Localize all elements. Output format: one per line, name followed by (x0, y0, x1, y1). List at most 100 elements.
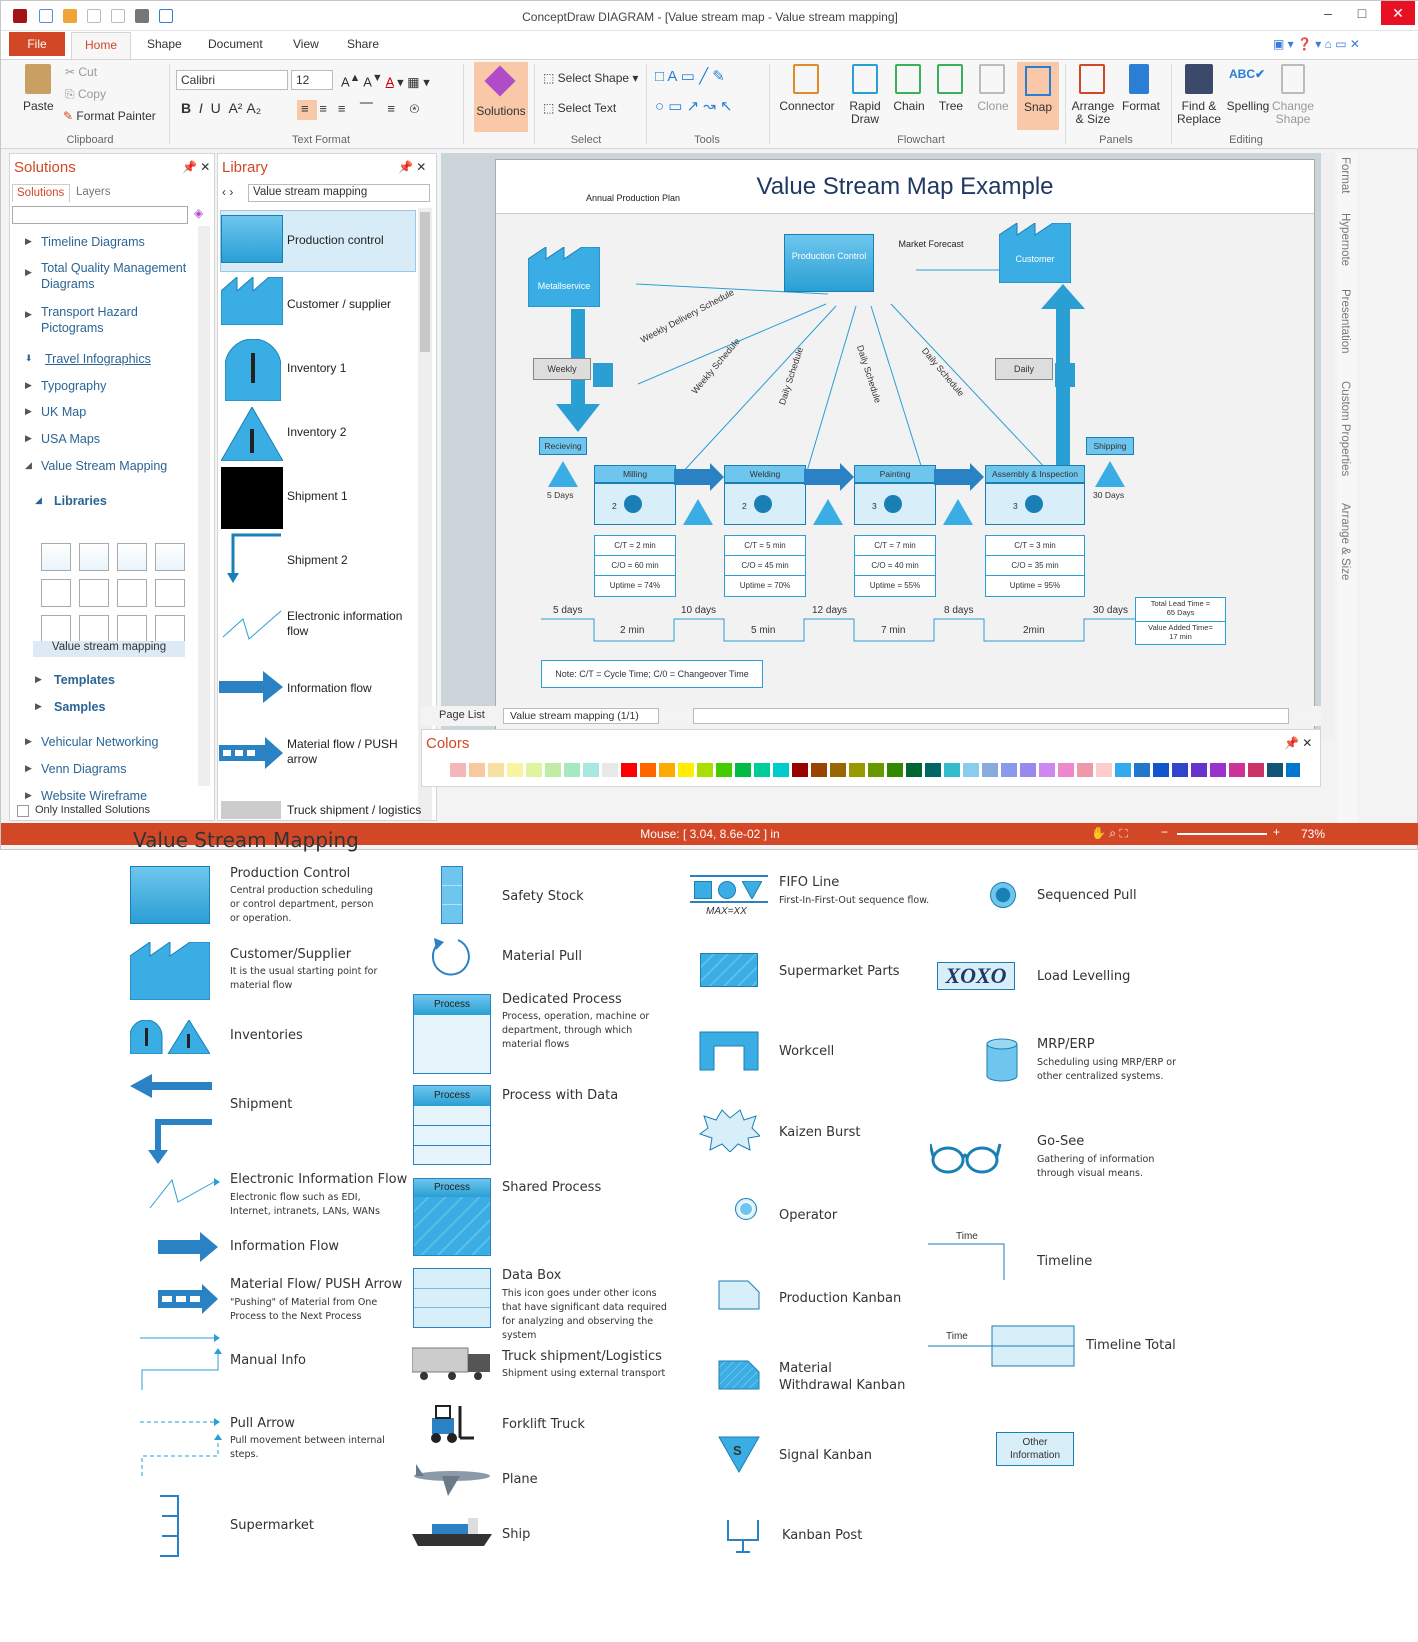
color-swatch[interactable] (982, 763, 998, 777)
tab-document[interactable]: Document (208, 37, 263, 51)
library-item[interactable]: Shipment 1 (287, 489, 348, 503)
minimize-icon[interactable]: – (1324, 5, 1332, 21)
color-swatch[interactable] (469, 763, 485, 777)
color-swatch[interactable] (811, 763, 827, 777)
color-swatch[interactable] (1134, 763, 1150, 777)
zoom-out-icon[interactable]: − (1161, 825, 1169, 839)
templates-node[interactable]: Templates (54, 673, 115, 687)
color-swatch[interactable] (1020, 763, 1036, 777)
color-swatch[interactable] (792, 763, 808, 777)
help-icon[interactable]: ▣ ▾ ❓ ▾ ⌂ ▭ ✕ (1273, 37, 1360, 51)
color-swatch[interactable] (450, 763, 466, 777)
factory-icon[interactable] (79, 543, 109, 571)
solutions-button[interactable]: Solutions (474, 62, 528, 132)
paste-button[interactable]: Paste (23, 99, 54, 113)
horizontal-scrollbar[interactable] (693, 708, 1289, 724)
select-text-button[interactable]: ⬚ Select Text (543, 101, 617, 115)
color-swatch[interactable] (583, 763, 599, 777)
truck-icon[interactable] (41, 579, 71, 607)
color-swatch[interactable] (488, 763, 504, 777)
clone-button[interactable]: Clone (977, 99, 1009, 113)
library-item[interactable]: Material flow / PUSH arrow (287, 737, 398, 766)
solution-item[interactable]: USA Maps (41, 432, 101, 446)
tab-file[interactable]: File (9, 32, 65, 56)
note-box[interactable]: Note: C/T = Cycle Time; C/0 = Changeover… (541, 660, 763, 688)
pin-icon[interactable]: 📌 ✕ (398, 160, 427, 174)
pin-icon[interactable]: 📌 ✕ (1284, 736, 1313, 750)
tab-view[interactable]: View (293, 37, 319, 51)
receiving-node[interactable]: Recieving (539, 437, 587, 455)
color-swatch[interactable] (1039, 763, 1055, 777)
tab-home[interactable]: Home (71, 32, 131, 60)
text-style-icons[interactable]: B I U A² A₂ (181, 100, 262, 116)
solution-item[interactable]: Travel Infographics (45, 352, 151, 366)
solutions-search-input[interactable] (12, 206, 188, 224)
color-swatch[interactable] (659, 763, 675, 777)
color-swatch[interactable] (1153, 763, 1169, 777)
library-item[interactable]: Shipment 2 (287, 553, 348, 567)
snap-button[interactable]: Snap (1017, 62, 1059, 130)
solution-item[interactable]: Typography (41, 379, 107, 393)
color-swatch[interactable] (1096, 763, 1112, 777)
library-item[interactable]: Inventory 2 (287, 425, 347, 439)
data-box[interactable]: C/T = 7 min C/O = 40 min Uptime = 55% (854, 535, 936, 597)
format-button[interactable]: Format (1121, 99, 1160, 113)
color-swatch[interactable] (1172, 763, 1188, 777)
production-control-icon[interactable] (41, 543, 71, 571)
library-item[interactable]: Information flow (287, 681, 372, 695)
color-swatch[interactable] (564, 763, 580, 777)
size-combo[interactable]: 12 (291, 70, 333, 90)
color-swatch[interactable] (526, 763, 542, 777)
color-swatch[interactable] (1248, 763, 1264, 777)
color-swatch[interactable] (868, 763, 884, 777)
shipment-icon[interactable] (79, 579, 109, 607)
color-swatch[interactable] (602, 763, 618, 777)
search-icon[interactable]: ◈ (194, 206, 204, 220)
nav-arrows-icon[interactable]: ‹ › (222, 185, 234, 199)
scrollbar[interactable] (198, 226, 210, 786)
supplier-factory-node[interactable] (528, 247, 600, 307)
copy-button[interactable]: ⎘ Copy (65, 87, 106, 101)
warning-icon[interactable] (155, 543, 185, 571)
color-swatch[interactable] (1229, 763, 1245, 777)
color-swatch[interactable] (754, 763, 770, 777)
only-installed-checkbox[interactable] (17, 805, 29, 817)
connector-button[interactable]: Connector (779, 99, 835, 113)
tab-layers[interactable]: Layers (76, 186, 111, 198)
shipping-node[interactable]: Shipping (1086, 437, 1134, 455)
library-item[interactable]: Customer / supplier (287, 297, 392, 311)
color-swatch[interactable] (1077, 763, 1093, 777)
side-tab-custom-properties[interactable]: Custom Properties (1339, 381, 1351, 477)
close-icon[interactable]: ✕ (1381, 1, 1415, 25)
tools-row2-icons[interactable]: ○ ▭ ↗ ↝ ↖ (655, 98, 733, 115)
truck-daily-node[interactable]: Daily (995, 358, 1053, 380)
tree-button[interactable]: Tree (938, 99, 964, 113)
color-swatch[interactable] (545, 763, 561, 777)
solution-item[interactable]: Vehicular Networking (41, 735, 159, 749)
format-painter-button[interactable]: ✎ Format Painter (63, 110, 156, 123)
color-swatch[interactable] (773, 763, 789, 777)
color-swatch[interactable] (1058, 763, 1074, 777)
data-box[interactable]: C/T = 3 min C/O = 35 min Uptime = 95% (985, 535, 1085, 597)
customer-factory-node[interactable] (999, 223, 1071, 283)
library-item[interactable]: Inventory 1 (287, 361, 347, 375)
library-select[interactable]: Value stream mapping (248, 184, 430, 202)
color-swatch[interactable] (830, 763, 846, 777)
timeline-total-box[interactable]: Total Lead Time = 65 Days Value Added Ti… (1135, 597, 1226, 645)
color-swatch[interactable] (944, 763, 960, 777)
print-icon[interactable] (135, 9, 149, 23)
color-swatch[interactable] (735, 763, 751, 777)
truck-weekly-node[interactable]: Weekly (533, 358, 591, 380)
page-selector[interactable]: Value stream mapping (1/1) (503, 708, 659, 724)
rapid-draw-button[interactable]: Rapid Draw (849, 99, 881, 126)
color-swatch[interactable] (640, 763, 656, 777)
color-swatch[interactable] (1286, 763, 1300, 777)
undo-icon[interactable] (111, 9, 125, 23)
color-swatch[interactable] (1210, 763, 1226, 777)
select-shape-button[interactable]: ⬚ Select Shape ▾ (543, 71, 639, 85)
new-icon[interactable] (39, 9, 53, 23)
safety-stock-icon[interactable] (79, 615, 109, 643)
font-style-icons[interactable]: A▲ A▼ A ▾ ▦ ▾ (341, 72, 430, 90)
solution-item[interactable]: Total Quality Management Diagrams (41, 261, 187, 291)
solution-item-active[interactable]: Value Stream Mapping (41, 459, 168, 473)
